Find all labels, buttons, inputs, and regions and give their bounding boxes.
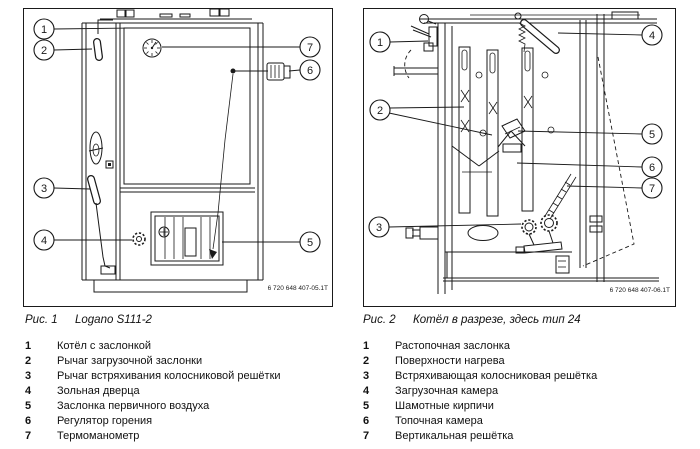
combustion-chamber <box>451 145 500 173</box>
chamotte-bricks <box>497 118 526 153</box>
svg-text:2: 2 <box>41 45 47 57</box>
legend-item: 5 Заслонка первичного воздуха <box>25 400 210 412</box>
legend-item: 7 Термоманометр <box>25 430 140 442</box>
figure1-drawing-code: 6 720 648 407-05.1T <box>268 285 328 292</box>
legend-item: 5 Шамотные кирпичи <box>363 400 494 412</box>
figure1-caption: Рис. 1 Logano S111-2 <box>25 314 152 326</box>
ash-door-knob <box>132 232 146 246</box>
figure2-caption-label: Рис. 2 <box>363 314 396 326</box>
figure1-caption-label: Рис. 1 <box>25 314 58 326</box>
left-wall <box>393 23 453 294</box>
svg-text:7: 7 <box>307 42 313 54</box>
boiler-body <box>81 8 264 293</box>
fig2-callout-4: 4 <box>641 24 663 46</box>
svg-text:1: 1 <box>377 37 383 49</box>
svg-text:2: 2 <box>377 105 383 117</box>
fig1-callout-5: 5 <box>299 231 321 253</box>
figure2-leader-lines <box>388 32 643 228</box>
legend-item: 4 Зольная дверца <box>25 385 140 397</box>
fig1-callout-7: 7 <box>299 36 321 58</box>
primary-air-damper-door <box>150 211 224 266</box>
legend-item: 4 Загрузочная камера <box>363 385 499 397</box>
legend-item: 3 Рычаг встряхивания колосниковой решётк… <box>25 370 281 382</box>
svg-text:3: 3 <box>376 222 382 234</box>
fig2-callout-1: 1 <box>369 31 391 53</box>
legend-item: 2 Рычаг загрузочной заслонки <box>25 355 203 367</box>
grate-shaker-lever <box>87 175 116 275</box>
heating-surfaces <box>458 46 555 217</box>
loading-damper-lever <box>93 19 113 61</box>
figure2-drawing-code: 6 720 648 407-06.1T <box>610 287 670 294</box>
fig2-callout-5: 5 <box>641 123 663 145</box>
legend-item: 7 Вертикальная решётка <box>363 430 514 442</box>
legend-item: 1 Котёл с заслонкой <box>25 340 152 352</box>
figure1-drawing: 1 2 3 4 5 6 7 6 720 648 407-05.1T <box>23 8 333 307</box>
thermomanometer-icon <box>142 38 162 58</box>
svg-text:5: 5 <box>307 237 313 249</box>
base-tray <box>443 225 659 282</box>
svg-text:6: 6 <box>649 162 655 174</box>
fig1-callout-1: 1 <box>33 18 55 40</box>
shaking-grate <box>515 214 563 254</box>
figure1-border <box>23 8 333 307</box>
legend-item: 6 Регулятор горения <box>25 415 153 427</box>
svg-text:5: 5 <box>649 129 655 141</box>
figure2-drawing: 1 2 3 4 5 6 7 6 720 648 407-06.1T <box>363 8 676 307</box>
svg-text:3: 3 <box>41 183 47 195</box>
figure2-legend: 1 Растопочная заслонка 2 Поверхности наг… <box>363 339 597 444</box>
svg-text:6: 6 <box>307 65 313 77</box>
fig2-callout-2: 2 <box>369 99 391 121</box>
svg-text:4: 4 <box>41 235 47 247</box>
figure2-caption: Рис. 2 Котёл в разрезе, здесь тип 24 <box>363 314 581 326</box>
combustion-regulator <box>212 62 291 250</box>
figure1-leader-lines <box>53 27 301 243</box>
svg-text:4: 4 <box>649 30 655 42</box>
figure1-legend: 1 Котёл с заслонкой 2 Рычаг загрузочной … <box>25 339 281 444</box>
right-panels <box>579 11 639 282</box>
legend-item: 3 Встряхивающая колосниковая решётка <box>363 370 598 382</box>
fig2-callout-7: 7 <box>641 177 663 199</box>
fig1-callout-4: 4 <box>33 229 55 251</box>
door-handle-spindle <box>88 131 114 169</box>
figure2-border <box>363 8 676 307</box>
legend-item: 2 Поверхности нагрева <box>363 355 505 367</box>
figure2-caption-text: Котёл в разрезе, здесь тип 24 <box>413 314 581 326</box>
figure1-caption-text: Logano S111-2 <box>75 314 152 326</box>
regulator-chain <box>212 73 234 250</box>
svg-text:1: 1 <box>41 24 47 36</box>
legend-item: 1 Растопочная заслонка <box>363 340 510 352</box>
svg-text:7: 7 <box>649 183 655 195</box>
legend-item: 6 Топочная камера <box>363 415 483 427</box>
fig2-callout-6: 6 <box>641 156 663 178</box>
vertical-grate <box>544 173 577 220</box>
fig2-callout-3: 3 <box>368 216 390 238</box>
fig1-callout-2: 2 <box>33 39 55 61</box>
fig1-callout-6: 6 <box>299 59 321 81</box>
fig1-callout-3: 3 <box>33 177 55 199</box>
loading-door-lever <box>514 12 560 54</box>
